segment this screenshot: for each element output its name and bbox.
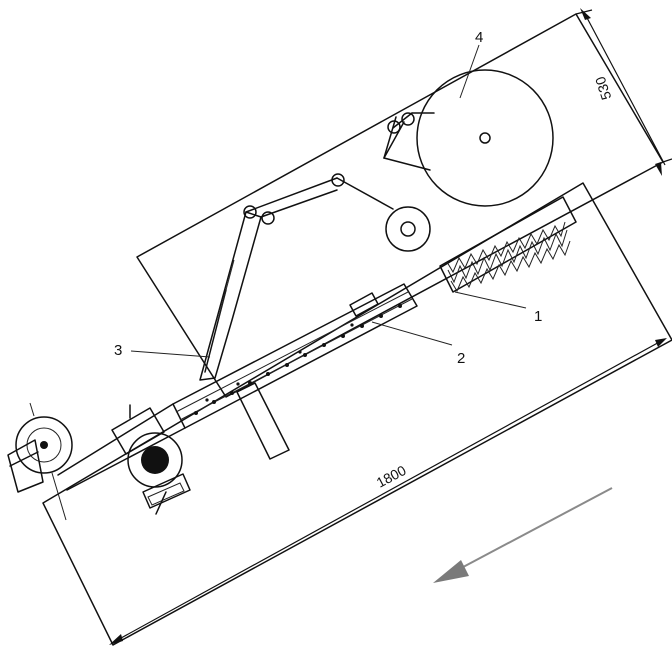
leader-line-4	[459, 44, 480, 99]
rail-support-tab	[349, 292, 379, 317]
upper-housing-frame	[136, 13, 664, 398]
arrow-down-left-icon	[433, 487, 613, 583]
zigzag-strip	[439, 196, 577, 293]
callout-4: 4	[475, 29, 483, 46]
leader-line-1	[454, 291, 527, 309]
dimension-height: 530	[575, 8, 672, 176]
wire-spool	[416, 69, 554, 207]
feed-arm	[199, 173, 394, 381]
leader-line-3	[130, 350, 211, 358]
dimension-height-label: 530	[592, 75, 615, 102]
guide-arm	[383, 112, 435, 171]
dimension-length: 1800	[109, 338, 667, 645]
base-frame	[42, 182, 672, 646]
drive-motor	[111, 404, 191, 515]
leader-line-2	[371, 321, 453, 346]
end-roller	[7, 402, 73, 521]
rail-support-block	[236, 382, 290, 460]
callout-1: 1	[534, 308, 542, 325]
conveyor-rail	[57, 283, 418, 491]
callout-3: 3	[114, 342, 122, 359]
callout-2: 2	[457, 350, 465, 367]
tension-roller	[385, 206, 431, 252]
